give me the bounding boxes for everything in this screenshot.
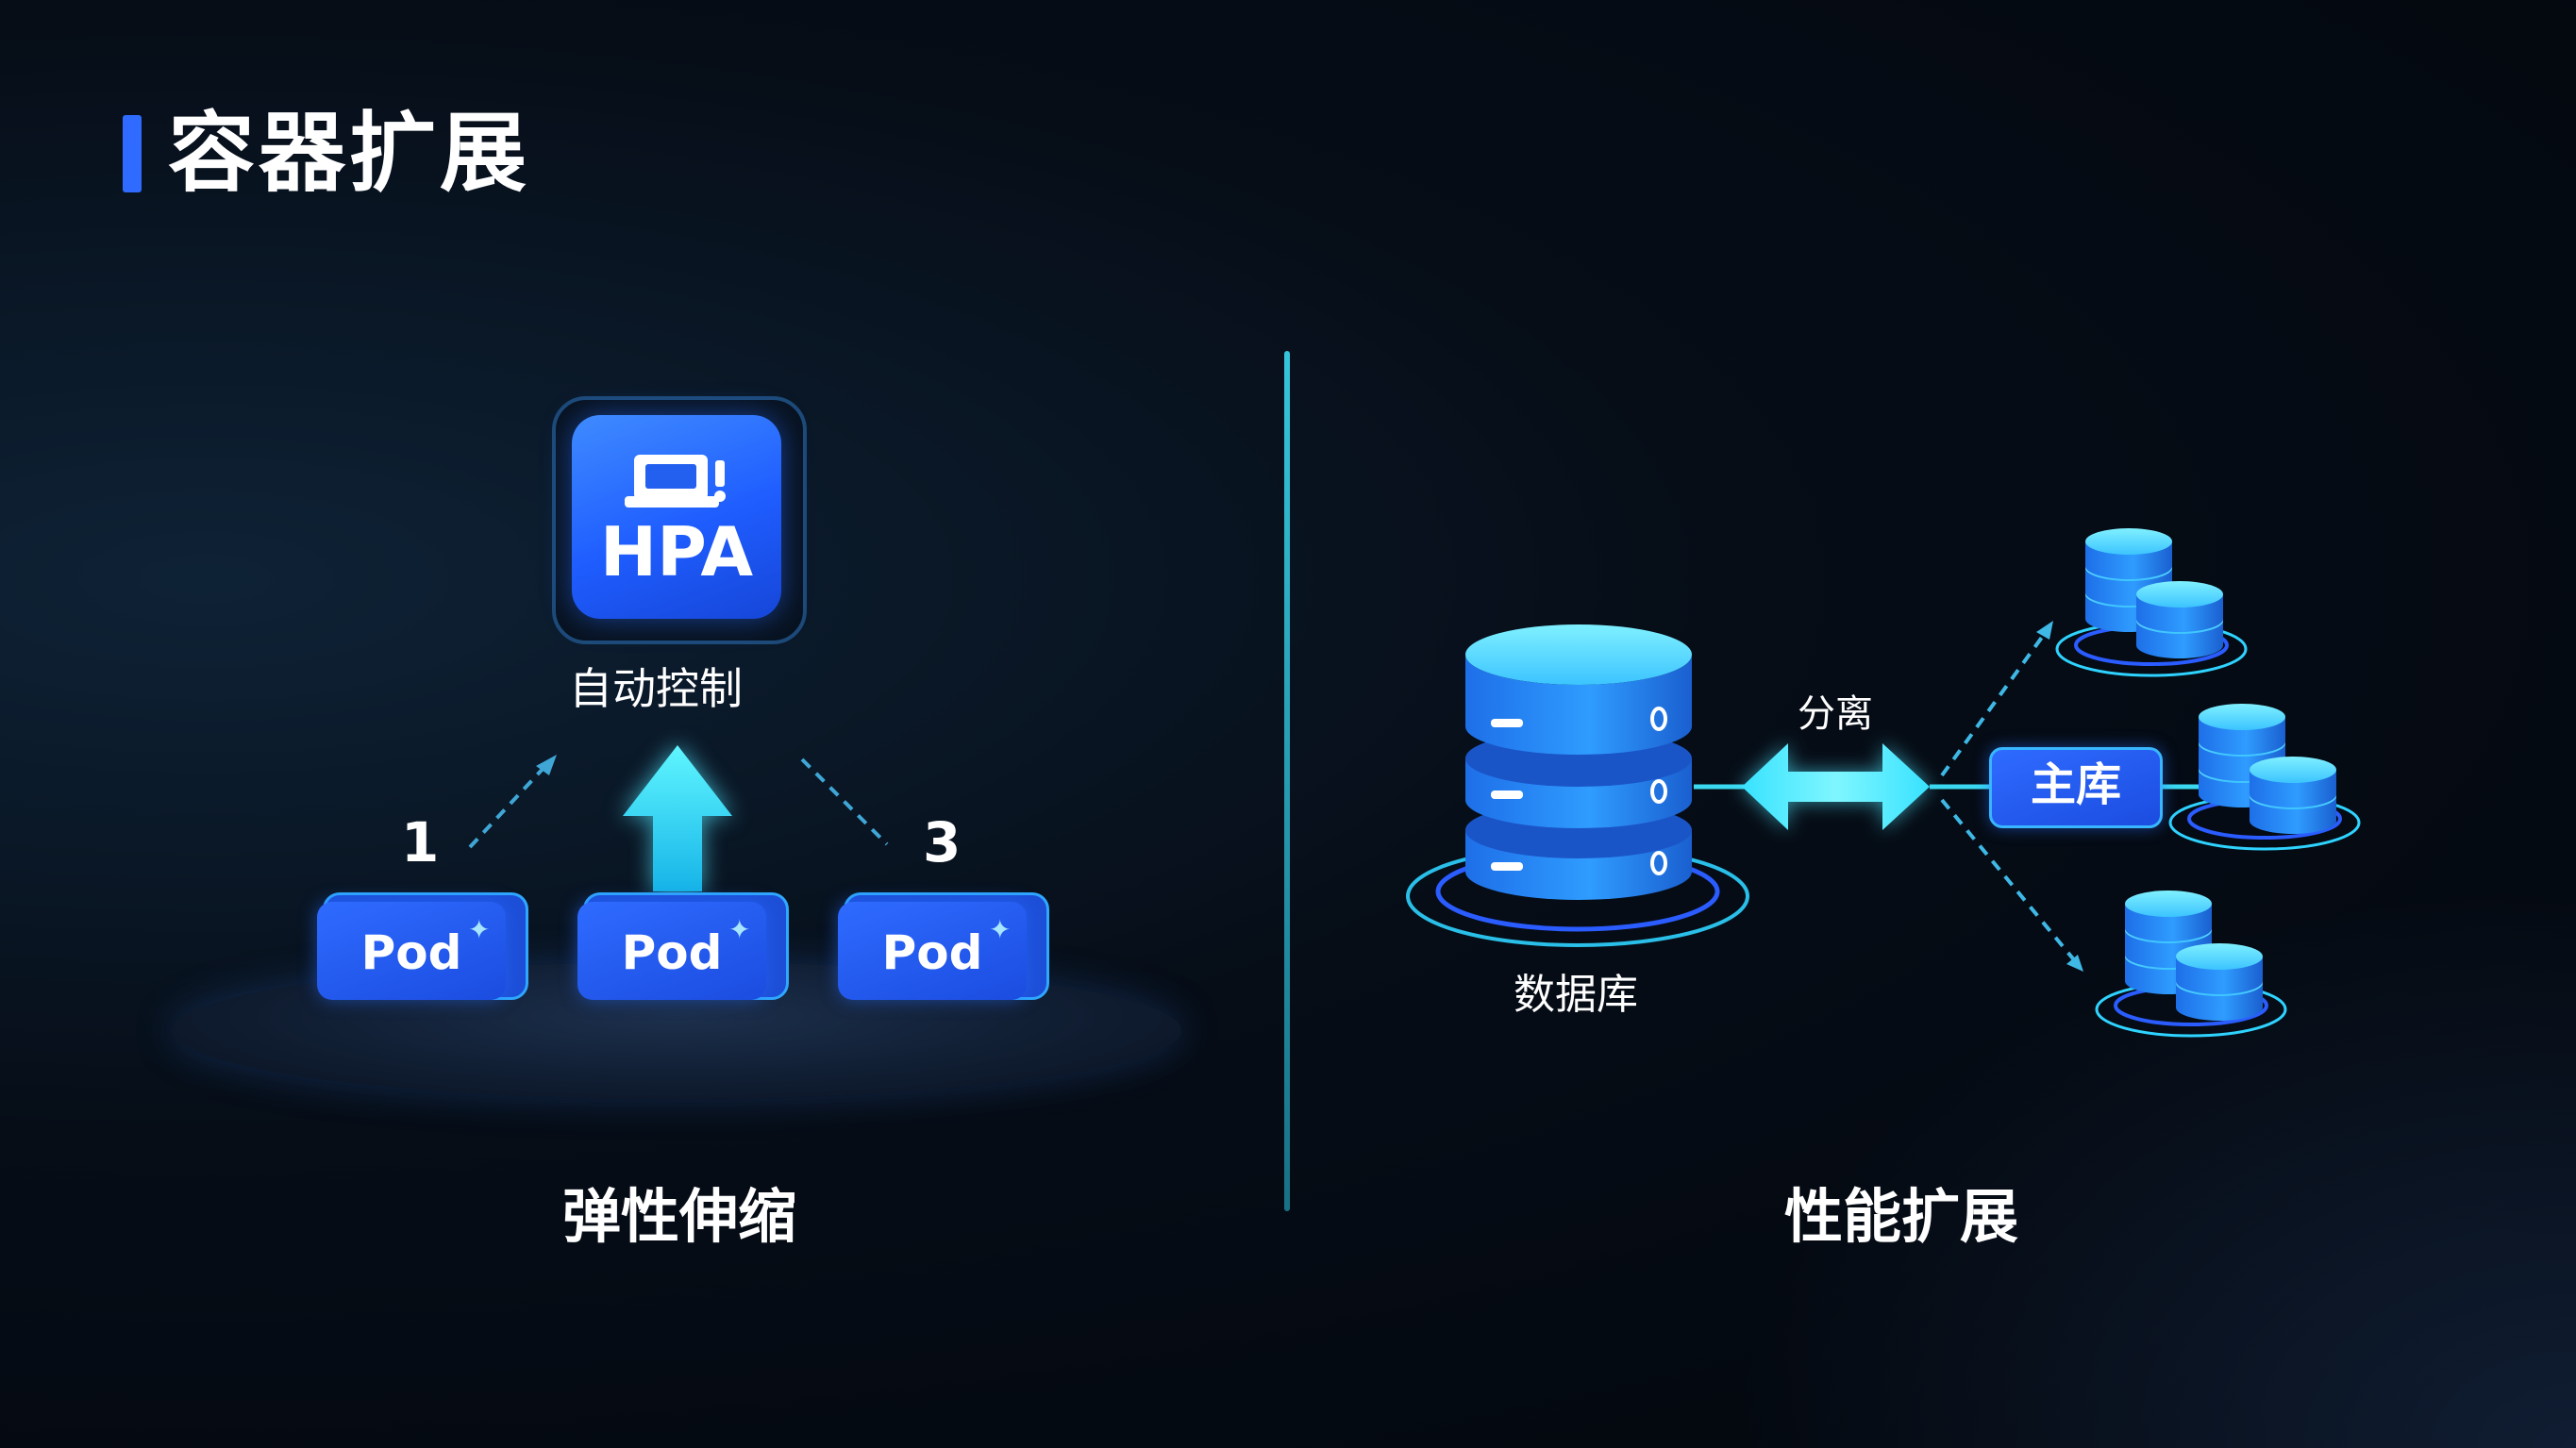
scale-up-arrow — [623, 745, 732, 891]
auto-control-label: 自动控制 — [569, 663, 743, 714]
database-label: 数据库 — [1514, 971, 1638, 1019]
page-title: 容器扩展 — [168, 103, 531, 204]
replica-db-icon-bottom — [2095, 890, 2287, 1038]
branch-down-arrowhead — [2066, 955, 2083, 972]
branch-up-arrowhead — [2036, 621, 2053, 640]
pod-card-1[interactable] — [317, 902, 506, 1000]
step-number-3: 3 — [923, 810, 962, 874]
elastic-scaling-caption: 弹性伸缩 — [561, 1182, 796, 1251]
performance-scaling-caption: 性能扩展 — [1783, 1182, 2018, 1251]
step-1-arrowhead — [536, 755, 557, 775]
title-accent-bar — [123, 115, 142, 192]
branch-up-dashed — [1940, 630, 2048, 777]
pod-2-label: Pod — [621, 925, 723, 980]
sparkle-icon: ✦ — [989, 914, 1012, 945]
master-db-node[interactable] — [1989, 747, 2163, 828]
sparkle-icon: ✦ — [468, 914, 491, 945]
database-icon — [1465, 624, 1692, 900]
split-label: 分离 — [1798, 692, 1873, 736]
sparkle-icon: ✦ — [728, 914, 751, 945]
step-number-1: 1 — [401, 810, 440, 874]
pod-card-3[interactable] — [838, 902, 1027, 1000]
hpa-label: HPA — [599, 512, 754, 591]
hpa-tile — [572, 415, 781, 619]
pod-3-label: Pod — [881, 925, 983, 980]
master-db-label: 主库 — [2030, 758, 2121, 811]
split-double-arrow — [1742, 743, 1930, 830]
panel-divider — [1284, 351, 1290, 1211]
branch-down-dashed — [1940, 798, 2078, 964]
pod-1-label: Pod — [360, 925, 462, 980]
step-3-dashed-line — [800, 757, 889, 846]
replica-db-icon-top — [2055, 528, 2248, 677]
pod-card-2[interactable] — [577, 902, 766, 1000]
replica-db-icon-middle — [2168, 704, 2361, 851]
monitor-icon — [625, 455, 726, 508]
